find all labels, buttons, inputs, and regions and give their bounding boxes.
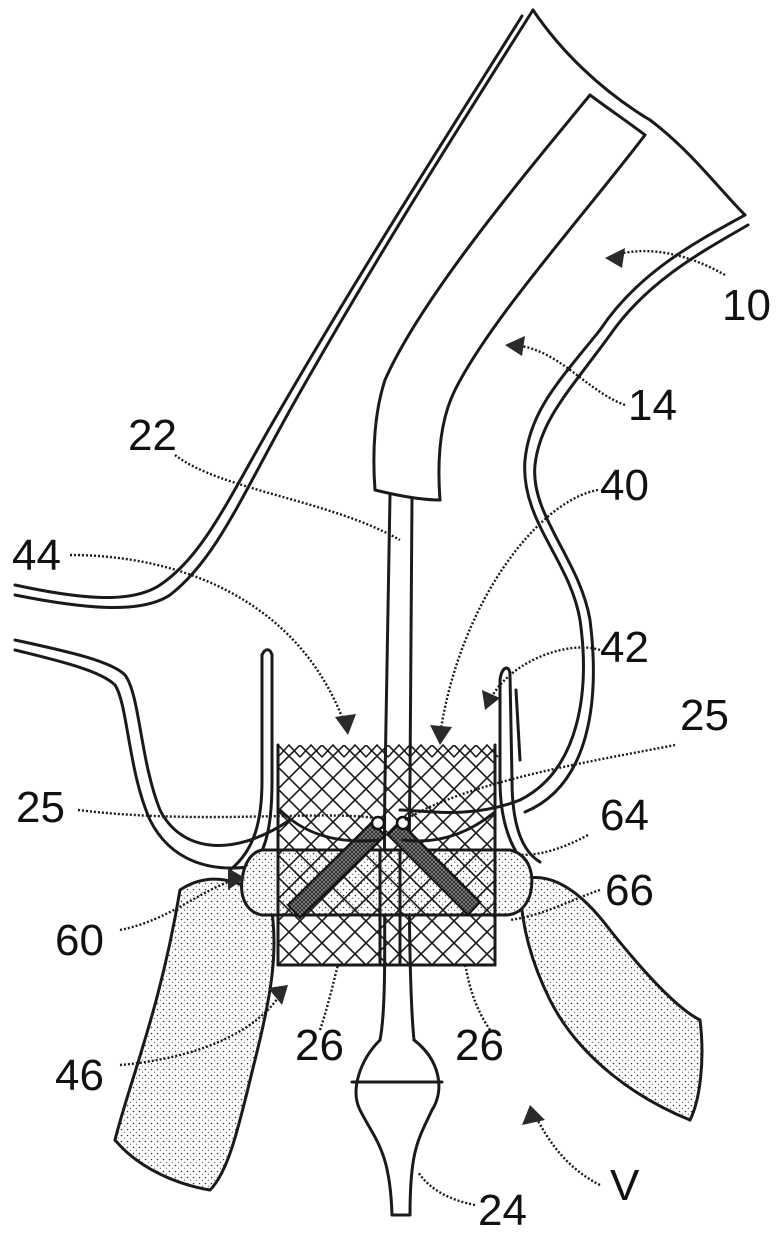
- label-26-left: 26: [295, 1021, 344, 1070]
- label-14: 14: [628, 381, 677, 430]
- arrowhead-10: [605, 248, 625, 268]
- arrowhead-14: [505, 336, 525, 356]
- arrowhead-46: [268, 985, 288, 1005]
- label-64: 64: [600, 791, 649, 840]
- label-10: 10: [722, 281, 771, 330]
- label-40: 40: [600, 461, 649, 510]
- delivery-sheath: [374, 95, 645, 500]
- arrowhead-40: [430, 725, 452, 745]
- arrowhead-42: [482, 690, 500, 710]
- label-42: 42: [600, 623, 649, 672]
- label-V: V: [610, 1161, 640, 1210]
- arrowhead-44: [335, 714, 356, 735]
- label-25-left: 25: [16, 783, 65, 832]
- label-46: 46: [55, 1051, 104, 1100]
- label-22: 22: [128, 411, 177, 460]
- label-66: 66: [605, 866, 654, 915]
- label-25-right: 25: [680, 691, 729, 740]
- label-26-right: 26: [455, 1021, 504, 1070]
- label-24: 24: [478, 1186, 527, 1235]
- label-60: 60: [55, 916, 104, 965]
- aorta-wall: [15, 10, 748, 868]
- arrowhead-V: [522, 1105, 545, 1125]
- label-44: 44: [12, 531, 61, 580]
